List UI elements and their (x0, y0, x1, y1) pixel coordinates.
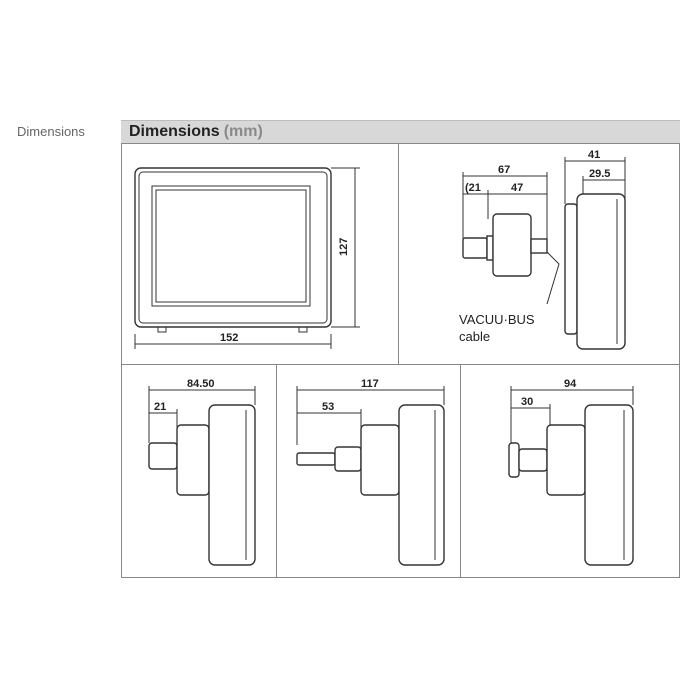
side-c-cell: 94 30 (460, 364, 680, 578)
cable-caption-line1: VACUU·BUS (459, 312, 535, 327)
side-label: Dimensions (17, 124, 85, 139)
section-title: Dimensions(mm) (129, 123, 263, 140)
cable-total-label: 67 (498, 164, 510, 176)
side-cable-drawing: 67 (21 47 41 29.5 VACUU·BUS cable (459, 149, 626, 350)
c-part-label: 30 (521, 396, 533, 408)
side-a-drawing: 84.50 21 (148, 378, 256, 566)
front-view-cell: 152 127 (121, 143, 399, 365)
unit-label: (mm) (223, 123, 263, 140)
side-b-drawing: 117 53 (296, 378, 445, 566)
side-b-cell: 117 53 (276, 364, 461, 578)
depth-label: 41 (588, 149, 600, 161)
front-height-label: 127 (338, 238, 350, 256)
b-part-label: 53 (322, 401, 334, 413)
front-width-label: 152 (220, 332, 238, 344)
cable-right-label: 47 (511, 182, 523, 194)
cable-caption-line2: cable (459, 329, 490, 344)
side-a-cell: 84.50 21 (121, 364, 277, 578)
cable-left-label: (21 (465, 182, 481, 194)
b-total-label: 117 (361, 378, 379, 390)
side-cable-cell: 67 (21 47 41 29.5 VACUU·BUS cable (398, 143, 680, 365)
depth2-label: 29.5 (589, 168, 610, 180)
a-part-label: 21 (154, 401, 166, 413)
section-header: Dimensions(mm) (121, 120, 680, 143)
side-c-drawing: 94 30 (508, 378, 634, 566)
c-total-label: 94 (564, 378, 577, 390)
front-view-drawing: 152 127 (134, 167, 360, 349)
dimension-grid: 152 127 67 (21 47 41 29.5 (121, 143, 680, 578)
a-total-label: 84.50 (187, 378, 215, 390)
